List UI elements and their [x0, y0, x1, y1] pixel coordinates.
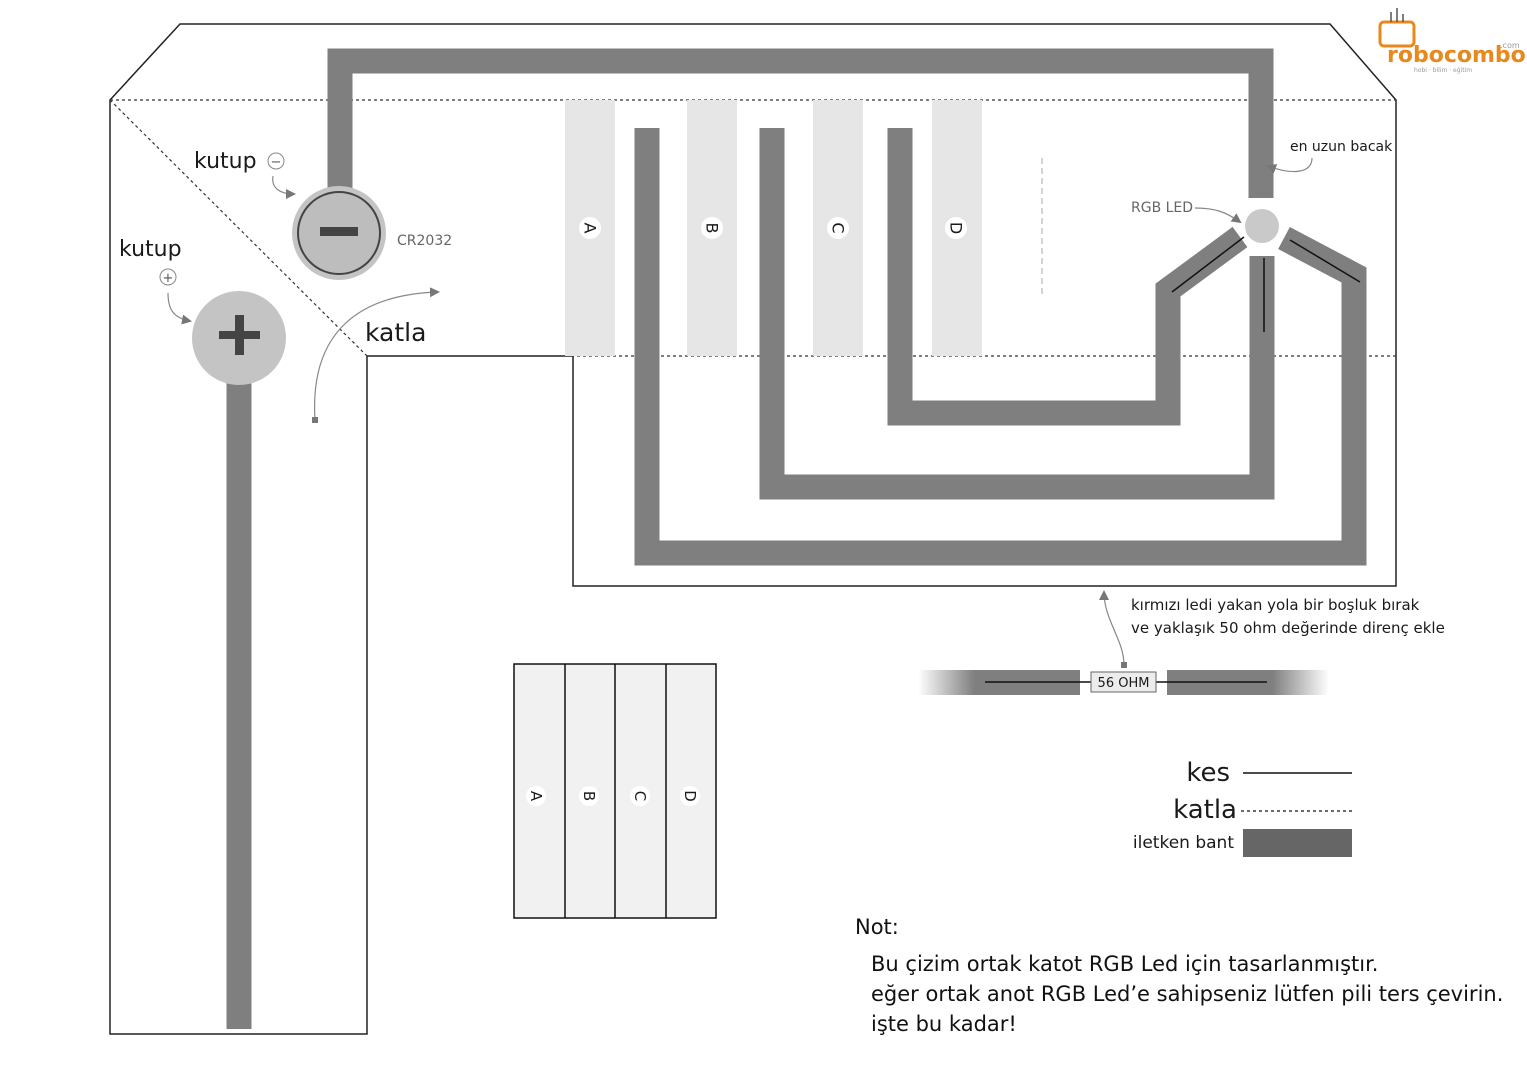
trace-c	[887, 128, 1248, 426]
cut-marks	[1171, 236, 1361, 332]
note-line-1: Bu çizim ortak katot RGB Led için tasarl…	[871, 952, 1379, 976]
key-card: A B C D	[513, 663, 717, 919]
tape-traces	[226, 48, 1367, 1029]
pointer-arrows	[167, 157, 1313, 666]
resistor-note-line-1: kırmızı ledi yakan yola bir boşluk bırak	[1131, 596, 1420, 614]
robocombo-logo: robocombo .com hobi · bilim · eğitim	[1378, 8, 1526, 74]
note-title: Not:	[855, 915, 899, 939]
brand-tagline: hobi · bilim · eğitim	[1414, 67, 1472, 74]
paper-outline	[109, 23, 1397, 1035]
plus-sign-icon: +	[159, 268, 177, 286]
brand-name: robocombo	[1387, 43, 1526, 68]
card-letter-b: B	[580, 791, 598, 801]
fold-lines	[109, 99, 1396, 357]
battery-positive	[192, 291, 286, 385]
battery-label: CR2032	[397, 233, 452, 249]
card-letter-d: D	[681, 790, 699, 802]
key-letter-a: A	[581, 223, 600, 234]
key-letter-d: D	[947, 222, 966, 234]
note-block: Not: Bu çizim ortak katot RGB Led için t…	[855, 915, 1515, 1039]
kutup-label-positive: kutup	[119, 237, 182, 262]
legend-tape-label: iletken bant	[1133, 833, 1234, 853]
longest-leg-label: en uzun bacak	[1290, 139, 1393, 155]
minus-sign-icon: −	[267, 152, 285, 170]
resistor-detail: 56 OHM	[918, 670, 1329, 695]
brand-suffix: .com	[1500, 41, 1520, 50]
trace-b	[759, 128, 1275, 500]
resistor-label: 56 OHM	[1098, 676, 1150, 691]
resistor-note-line-2: ve yaklaşık 50 ohm değerinde direnç ekle	[1131, 619, 1445, 637]
legend-fold-label: katla	[1173, 795, 1237, 825]
trace-negative	[327, 48, 1274, 230]
pointer-dots	[312, 417, 1127, 668]
legend: kes katla iletken bant	[1133, 758, 1352, 857]
key-letter-c: C	[829, 222, 848, 233]
rgb-led-label: RGB LED	[1131, 200, 1193, 216]
card-letter-c: C	[631, 791, 649, 801]
key-letter-b: B	[703, 223, 722, 234]
battery-negative	[292, 186, 386, 280]
trace-a	[634, 128, 1367, 566]
note-line-2: eğer ortak anot RGB Led’e sahipseniz lüt…	[871, 982, 1504, 1006]
key-letters-top: A B C D	[579, 217, 967, 239]
kutup-label-negative: kutup	[194, 149, 257, 174]
svg-text:−: −	[271, 155, 282, 170]
card-letter-a: A	[527, 791, 545, 802]
note-line-3: işte bu kadar!	[871, 1012, 1017, 1036]
rgb-led	[1245, 209, 1279, 243]
fold-label: katla	[365, 318, 426, 347]
svg-text:+: +	[163, 271, 174, 286]
legend-tape-swatch	[1243, 829, 1352, 857]
legend-cut-label: kes	[1186, 758, 1230, 788]
